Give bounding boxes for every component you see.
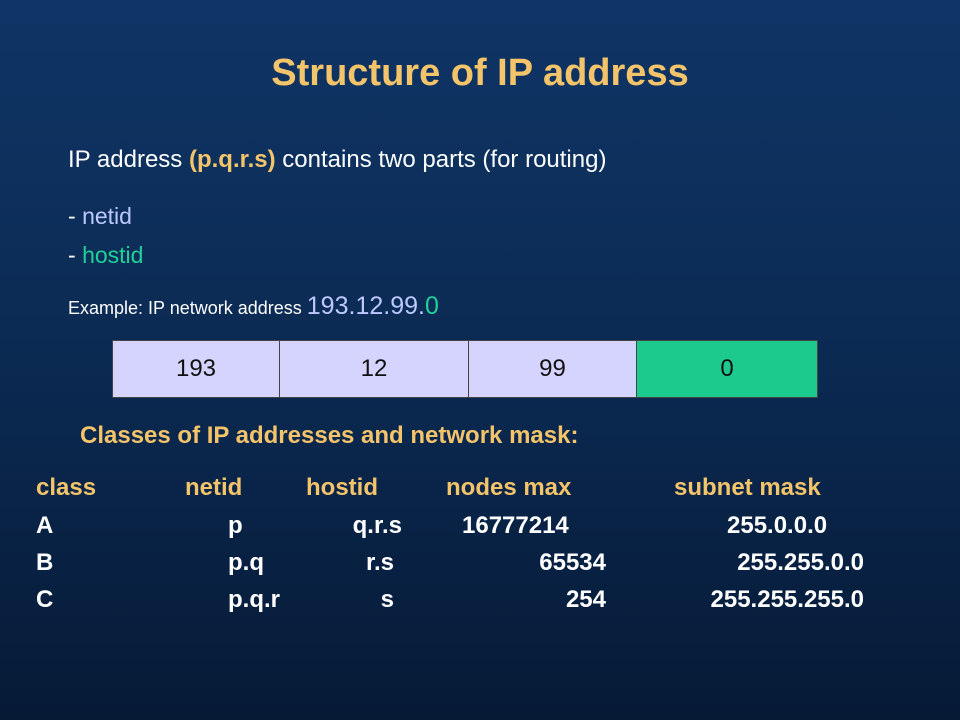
row-c-hostid: s xyxy=(380,586,394,613)
octet-3: 99 xyxy=(469,341,637,397)
row-a-class: A xyxy=(36,512,54,539)
row-b-mask: 255.255.0.0 xyxy=(737,549,864,576)
row-c-nodes: 254 xyxy=(565,586,606,613)
row-a-mask: 255.0.0.0 xyxy=(727,512,828,539)
example-net-part: 193.12.99. xyxy=(306,292,425,320)
example-prefix: Example: IP network address xyxy=(68,298,307,318)
netid-label: netid xyxy=(82,203,132,229)
th-subnet-mask: subnet mask xyxy=(674,474,821,501)
octet-4-host: 0 xyxy=(637,341,817,397)
hostid-line: - hostid xyxy=(68,242,143,269)
octet-diagram: 193 12 99 0 xyxy=(112,340,818,398)
th-class: class xyxy=(36,474,97,501)
intro-highlight: (p.q.r.s) xyxy=(188,146,276,173)
th-nodes-max: nodes max xyxy=(446,474,572,501)
slide-title: Structure of IP address xyxy=(271,52,689,94)
netid-line: - netid xyxy=(68,203,132,230)
example-host-part: 0 xyxy=(424,292,439,320)
row-c-class: C xyxy=(36,586,54,613)
th-hostid: hostid xyxy=(306,474,378,501)
hostid-label: hostid xyxy=(82,242,144,268)
intro-suffix: contains two parts (for routing) xyxy=(275,146,607,173)
row-b-netid: p.q xyxy=(228,549,264,576)
row-b-class: B xyxy=(36,549,54,576)
octet-2: 12 xyxy=(280,341,469,397)
row-a-netid: p xyxy=(228,512,243,539)
octet-1: 193 xyxy=(113,341,280,397)
row-b-hostid: r.s xyxy=(365,549,394,576)
classes-heading: Classes of IP addresses and network mask… xyxy=(80,422,579,449)
intro-prefix: IP address xyxy=(68,146,189,173)
th-netid: netid xyxy=(185,474,243,501)
netid-dash: - xyxy=(68,203,83,229)
intro-line: IP address (p.q.r.s) contains two parts … xyxy=(68,146,606,174)
example-line: Example: IP network address 193.12.99.0 xyxy=(68,292,439,321)
row-c-mask: 255.255.255.0 xyxy=(710,586,864,613)
row-a-nodes: 16777214 xyxy=(462,512,569,539)
row-c-netid: p.q.r xyxy=(228,586,280,613)
row-a-hostid: q.r.s xyxy=(352,512,402,539)
hostid-dash: - xyxy=(68,242,83,268)
row-b-nodes: 65534 xyxy=(539,549,606,576)
